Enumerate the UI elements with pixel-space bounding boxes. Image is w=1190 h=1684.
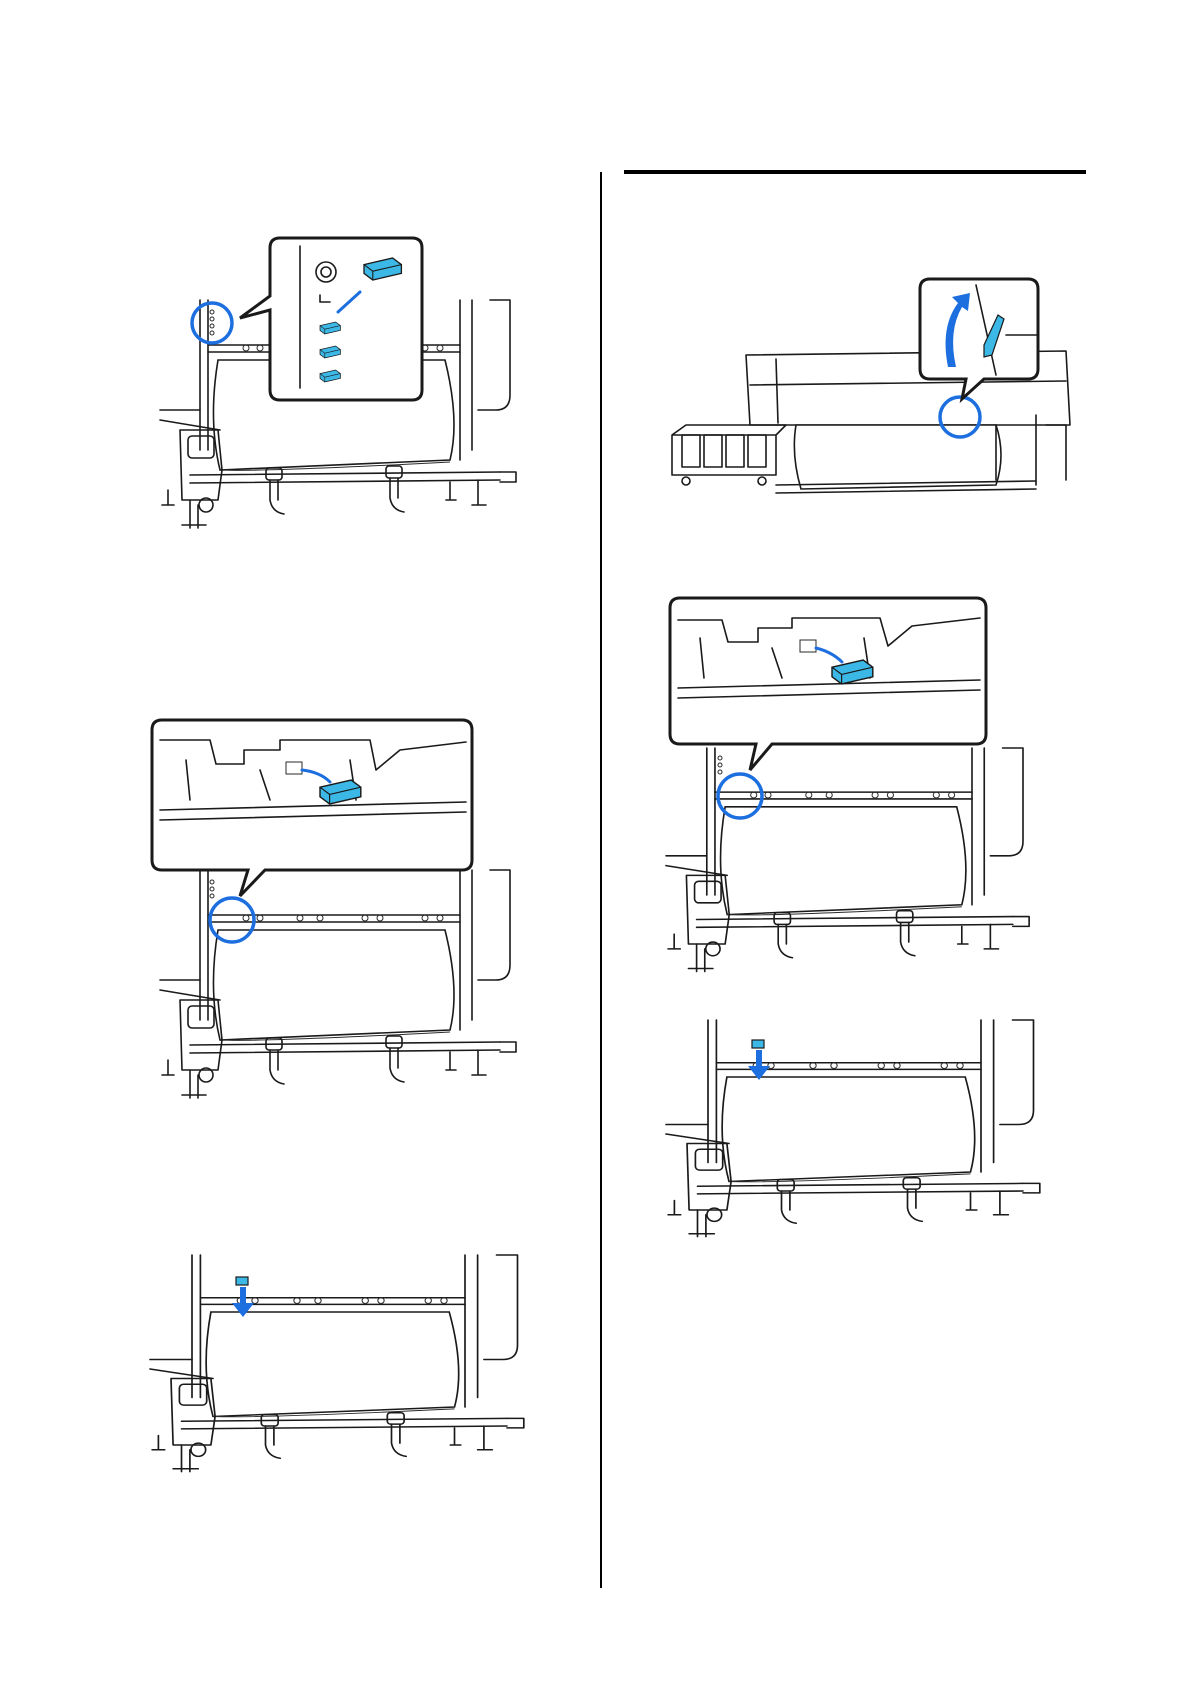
figure-attach-fixing-tool <box>150 720 570 1100</box>
figure-attach-fixing-tool-2 <box>666 598 1086 978</box>
section-rule <box>624 170 1086 174</box>
figure-lower-media <box>150 1235 570 1515</box>
column-divider <box>600 172 602 1588</box>
figure-raise-loading-lever <box>666 275 1086 495</box>
figure-remove-fixing-tool <box>150 230 570 530</box>
figure-lower-media-2 <box>666 1010 1086 1270</box>
